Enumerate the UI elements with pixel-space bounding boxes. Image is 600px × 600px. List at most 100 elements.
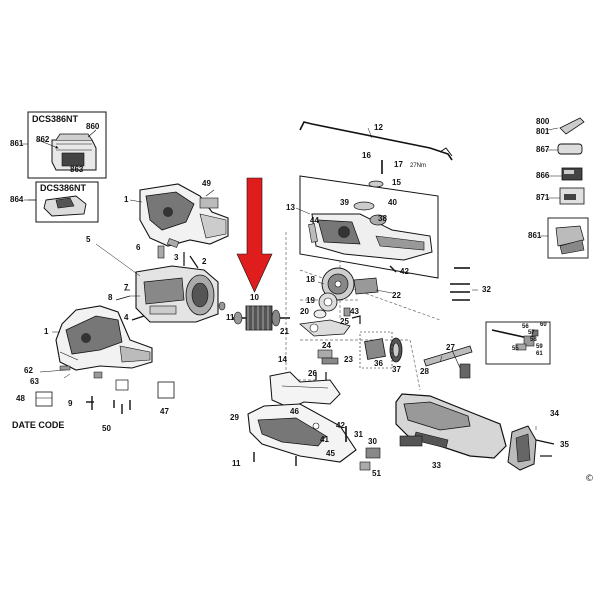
label-39: 39 <box>340 198 349 207</box>
leader-lines <box>22 127 562 430</box>
label-36: 36 <box>374 359 383 368</box>
label-864: 864 <box>10 195 24 204</box>
label-24: 24 <box>322 341 331 350</box>
label-867: 867 <box>536 145 550 154</box>
label-15: 15 <box>392 178 401 187</box>
copyright-symbol: © <box>585 474 594 484</box>
label-30: 30 <box>368 437 377 446</box>
torque-note: 27Nm <box>410 163 427 169</box>
label-35: 35 <box>560 440 569 449</box>
pins-32 <box>450 267 470 301</box>
label-62: 62 <box>24 366 33 375</box>
shoe-34 <box>507 425 555 471</box>
label-5: 5 <box>86 235 91 244</box>
plunger-shaft <box>423 345 473 379</box>
label-9: 9 <box>68 399 73 408</box>
date-code-label: DATE CODE <box>12 420 65 430</box>
label-63: 63 <box>30 377 39 386</box>
blade-clamp-box <box>485 321 551 365</box>
housing-half-lower <box>55 305 153 371</box>
label-34: 34 <box>550 409 559 418</box>
label-60: 60 <box>540 322 547 328</box>
label-51: 51 <box>372 469 381 478</box>
label-43: 43 <box>350 307 359 316</box>
label-50: 50 <box>102 424 111 433</box>
label-18: 18 <box>306 275 315 284</box>
label-2: 2 <box>202 257 207 266</box>
label-46: 46 <box>290 407 299 416</box>
armature-rotor <box>218 301 290 331</box>
label-13: 13 <box>286 203 295 212</box>
label-27: 27 <box>446 343 455 352</box>
label-38: 38 <box>378 214 387 223</box>
label-862: 862 <box>36 135 50 144</box>
label-32: 32 <box>482 285 491 294</box>
label-21: 21 <box>280 327 289 336</box>
model-label-mid: DCS386NT <box>40 183 87 193</box>
label-4: 4 <box>124 313 129 322</box>
label-40: 40 <box>388 198 397 207</box>
label-26: 26 <box>308 369 317 378</box>
label-28: 28 <box>420 367 429 376</box>
label-47: 47 <box>160 407 169 416</box>
charger-box <box>28 181 99 223</box>
label-37: 37 <box>392 365 401 374</box>
piston-bearing <box>359 331 403 369</box>
label-29: 29 <box>230 413 239 422</box>
label-48: 48 <box>16 394 25 403</box>
label-6: 6 <box>136 243 141 252</box>
label-11: 11 <box>226 313 235 322</box>
highlight-arrow <box>236 177 273 293</box>
label-17: 17 <box>394 160 403 169</box>
label-863: 863 <box>70 165 84 174</box>
label-14: 14 <box>278 355 287 364</box>
model-label-top: DCS386NT <box>32 114 79 124</box>
label-59: 59 <box>536 344 543 350</box>
label-1-lower: 1 <box>44 327 49 336</box>
cable-assembly <box>299 121 453 161</box>
label-3: 3 <box>174 253 179 262</box>
label-31: 31 <box>354 430 363 439</box>
label-871: 871 <box>536 193 550 202</box>
label-1-upper: 1 <box>124 195 129 204</box>
label-12: 12 <box>374 123 383 132</box>
gear-case-box <box>299 160 439 279</box>
label-861: 861 <box>10 139 24 148</box>
label-33: 33 <box>432 461 441 470</box>
label-16: 16 <box>362 151 371 160</box>
label-42-upper: 42 <box>400 267 409 276</box>
small-parts-6-3-2 <box>157 238 199 269</box>
motor-housing-upper <box>139 183 229 247</box>
boot-cover-14 <box>269 371 341 409</box>
label-58: 58 <box>530 337 537 343</box>
plunger-parts <box>315 349 339 382</box>
rear-handle-33 <box>395 393 507 459</box>
label-23: 23 <box>344 355 353 364</box>
label-57: 57 <box>528 330 535 336</box>
motor-stator-assembly <box>115 265 219 323</box>
label-42-lower: 42 <box>336 421 345 430</box>
label-800: 800 <box>536 117 550 126</box>
label-44: 44 <box>310 216 319 225</box>
label-45: 45 <box>326 449 335 458</box>
small-parts-lower-left <box>35 365 175 414</box>
label-41: 41 <box>320 435 329 444</box>
label-866: 866 <box>536 171 550 180</box>
label-55: 55 <box>512 346 519 352</box>
label-61: 61 <box>536 351 543 357</box>
label-20: 20 <box>300 307 309 316</box>
gear-set <box>299 265 397 337</box>
label-8: 8 <box>108 293 113 302</box>
label-19: 19 <box>306 296 315 305</box>
label-22: 22 <box>392 291 401 300</box>
label-860: 860 <box>86 122 100 131</box>
label-801: 801 <box>536 127 550 136</box>
label-49: 49 <box>202 179 211 188</box>
label-25: 25 <box>340 317 349 326</box>
label-7: 7 <box>124 283 129 292</box>
label-10: 10 <box>250 293 259 302</box>
accessories-right <box>547 117 589 259</box>
label-56: 56 <box>522 324 529 330</box>
label-11-lower: 11 <box>232 459 241 468</box>
